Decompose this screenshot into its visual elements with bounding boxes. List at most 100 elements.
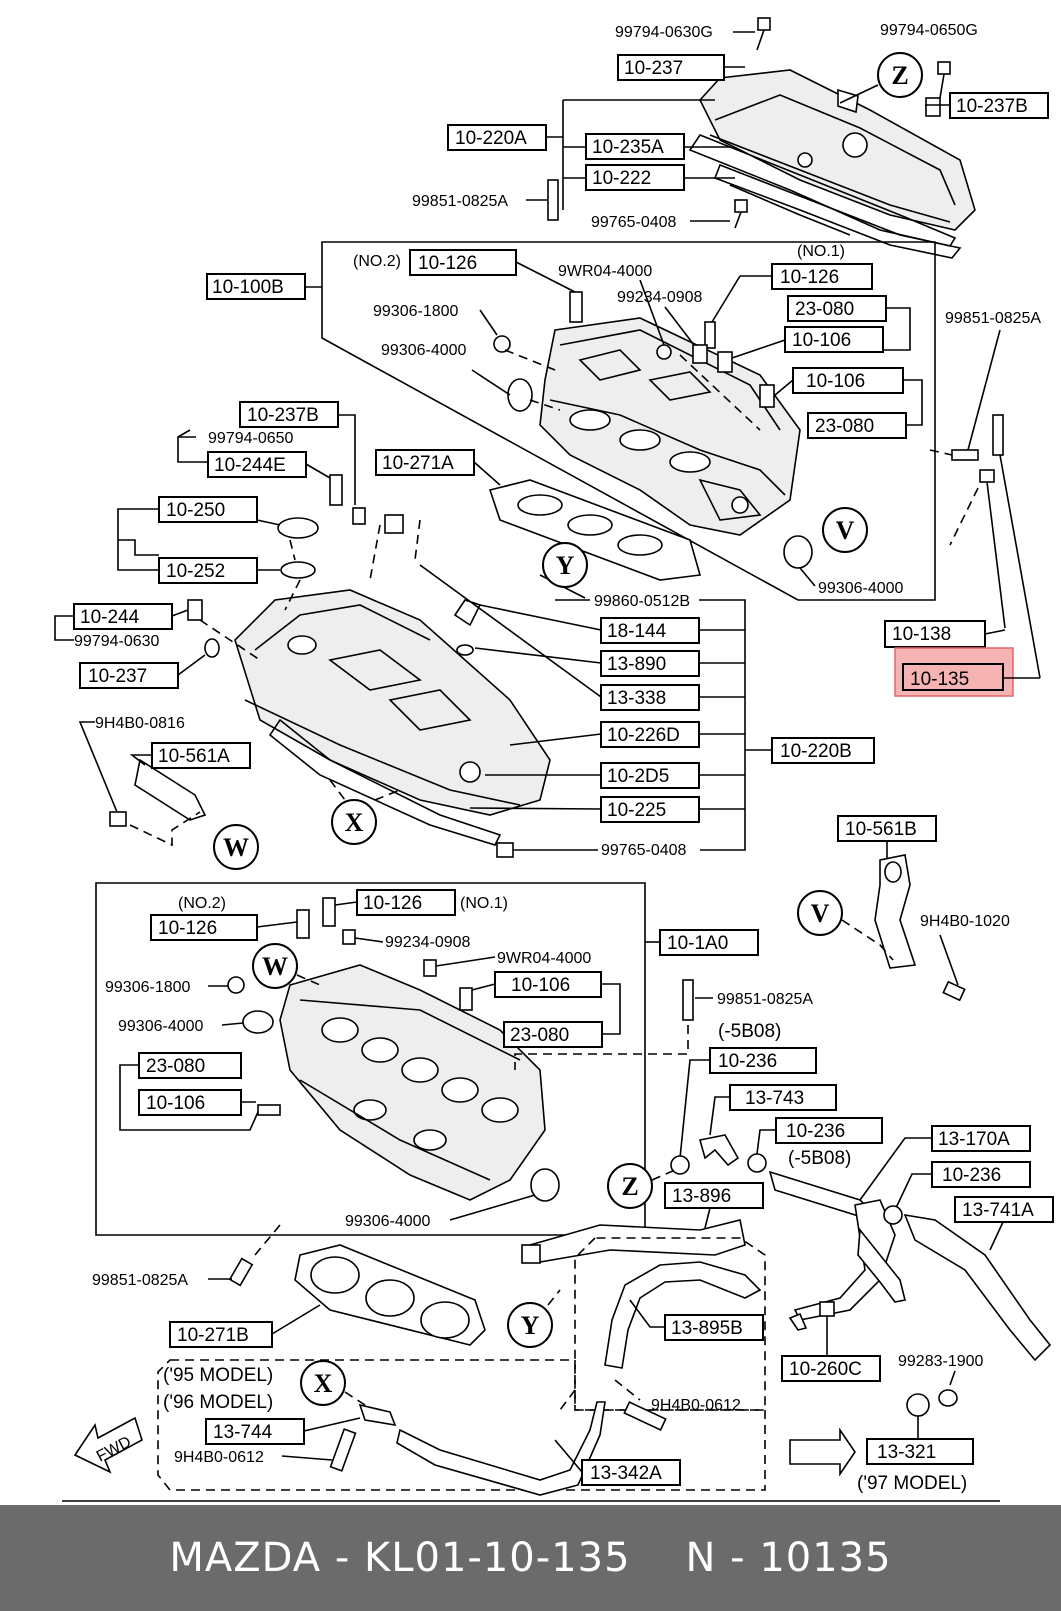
label-10-236c: 10-236 bbox=[942, 1165, 1001, 1186]
clamp-10-236a bbox=[670, 1155, 690, 1175]
grommet-13-890 bbox=[456, 644, 474, 656]
label-99794-0630G: 99794-0630G bbox=[615, 24, 713, 41]
box-23-080a bbox=[787, 295, 887, 322]
head-b-frame bbox=[321, 241, 936, 601]
label-10-235A: 10-235A bbox=[592, 137, 664, 158]
plug-99306-4000a bbox=[507, 378, 533, 412]
label-13-890: 13-890 bbox=[607, 654, 666, 675]
label-10-126a: 10-126 bbox=[418, 253, 477, 274]
nut-99234-0908b bbox=[342, 929, 356, 945]
label-99794-0650G: 99794-0650G bbox=[880, 22, 978, 39]
label-10-237B2: 10-237B bbox=[247, 405, 319, 426]
box-10-237c bbox=[79, 662, 179, 689]
bolt-10-244 bbox=[187, 599, 203, 621]
highlight-10-135 bbox=[894, 647, 1014, 697]
label-99306-4000a: 99306-4000 bbox=[381, 342, 467, 359]
callout-z-top-label: Z bbox=[891, 61, 908, 90]
bolt-9H4B0-0612b bbox=[329, 1428, 357, 1472]
label-13-170A: 13-170A bbox=[938, 1129, 1010, 1150]
label-13-895B: 13-895B bbox=[671, 1318, 743, 1339]
box-10-106b bbox=[792, 367, 904, 394]
box-10-135 bbox=[902, 663, 1004, 691]
label-99860-0512B: 99860-0512B bbox=[594, 593, 690, 610]
label-10-236b: 10-236 bbox=[786, 1121, 845, 1142]
pipe-13-342A bbox=[396, 1401, 606, 1496]
label-10-561B: 10-561B bbox=[845, 819, 917, 840]
box-10-271A bbox=[375, 449, 475, 476]
label-13-896: 13-896 bbox=[672, 1186, 731, 1207]
label-head-b-no2: (NO.2) bbox=[353, 253, 401, 270]
label-10-222: 10-222 bbox=[592, 168, 651, 189]
y-group-frame bbox=[574, 1237, 766, 1411]
box-13-744 bbox=[205, 1418, 305, 1445]
footer-bar: MAZDA - KL01-10-135 N - 10135 bbox=[0, 1505, 1061, 1611]
label-9H4B0-0816: 9H4B0-0816 bbox=[95, 715, 185, 732]
box-10-1A0 bbox=[659, 929, 759, 956]
label-10-1A0: 10-1A0 bbox=[667, 933, 728, 954]
hose-13-895B bbox=[604, 1261, 762, 1369]
clamp-10-236b bbox=[747, 1153, 767, 1173]
label-10-100B: 10-100B bbox=[212, 277, 284, 298]
callout-v-low-label: V bbox=[811, 899, 830, 928]
label-10-252: 10-252 bbox=[166, 561, 225, 582]
stud-99851-0825A bbox=[547, 179, 559, 221]
callout-y-mid bbox=[542, 542, 588, 588]
clamp-99283-1900 bbox=[938, 1389, 958, 1407]
callout-x-low-label: X bbox=[314, 1369, 333, 1398]
hose-13-744 bbox=[358, 1403, 397, 1427]
hose-13-743 bbox=[698, 1134, 740, 1167]
callout-y-low-label: Y bbox=[521, 1311, 540, 1340]
seal-10-252 bbox=[280, 561, 316, 579]
water-pipe-13-170A bbox=[768, 1170, 906, 1331]
label-10-561A: 10-561A bbox=[158, 746, 230, 767]
box-10-220B bbox=[771, 737, 875, 764]
valve-gasket-a bbox=[713, 163, 962, 259]
label-99306-4000b: 99306-4000 bbox=[818, 580, 904, 597]
box-10-220A bbox=[447, 124, 547, 151]
valve-cover-a-drawing bbox=[688, 69, 976, 247]
label-99234-0908b: 99234-0908 bbox=[385, 934, 471, 951]
label-10-226D: 10-226D bbox=[607, 725, 680, 746]
cap-10-250 bbox=[277, 517, 319, 539]
label-10-237B: 10-237B bbox=[956, 96, 1028, 117]
label-head-a-no2: (NO.2) bbox=[178, 895, 226, 912]
bolt-9H4B0-0816 bbox=[109, 811, 127, 827]
box-13-338 bbox=[600, 684, 700, 711]
label-99306-1800: 99306-1800 bbox=[373, 303, 459, 320]
callout-z-top bbox=[877, 52, 923, 98]
bracket-10-561B bbox=[874, 854, 917, 969]
label-10-106d: 10-106 bbox=[146, 1093, 205, 1114]
label-10-138: 10-138 bbox=[892, 624, 951, 645]
clamp-10-236c bbox=[883, 1205, 903, 1225]
box-10-244E bbox=[207, 451, 307, 478]
label-10-126b: 10-126 bbox=[780, 267, 839, 288]
label-10-106c: 10-106 bbox=[511, 975, 570, 996]
plug-99306-4000d bbox=[530, 1168, 560, 1202]
callout-w-mid-label: W bbox=[223, 833, 249, 862]
box-10-2D5 bbox=[600, 762, 700, 789]
box-13-342A bbox=[581, 1459, 681, 1486]
plug-99306-4000b bbox=[783, 535, 813, 569]
bolt-99794-0650G bbox=[925, 61, 951, 117]
stud-10-135 bbox=[992, 414, 1004, 456]
cylinder-head-a-drawing bbox=[279, 964, 546, 1201]
label-10-126d: 10-126 bbox=[363, 893, 422, 914]
valve-cover-b-drawing bbox=[234, 589, 551, 846]
pcv-valve-18-144 bbox=[453, 599, 482, 627]
bolt-99794-0630G bbox=[756, 17, 771, 51]
part-10-106d bbox=[257, 1104, 281, 1116]
label-10-237c: 10-237 bbox=[88, 666, 147, 687]
label-10-236a: 10-236 bbox=[718, 1051, 777, 1072]
box-10-106d bbox=[138, 1089, 242, 1116]
box-10-222 bbox=[585, 164, 685, 191]
label-9H4B0-0612b: 9H4B0-0612 bbox=[174, 1449, 264, 1466]
label-99851-0825A-right: 99851-0825A bbox=[945, 310, 1041, 327]
label-99306-4000d: 99306-4000 bbox=[345, 1213, 431, 1230]
box-10-237B2 bbox=[239, 401, 339, 428]
box-10-260C bbox=[781, 1355, 881, 1382]
callout-w-head-label: W bbox=[262, 952, 288, 981]
x-group-frame bbox=[157, 1359, 766, 1491]
label-99851-0825A4: 99851-0825A bbox=[92, 1272, 188, 1289]
label-96-model: ('96 MODEL) bbox=[163, 1392, 273, 1413]
bolt-10-126-no1 bbox=[704, 321, 716, 349]
